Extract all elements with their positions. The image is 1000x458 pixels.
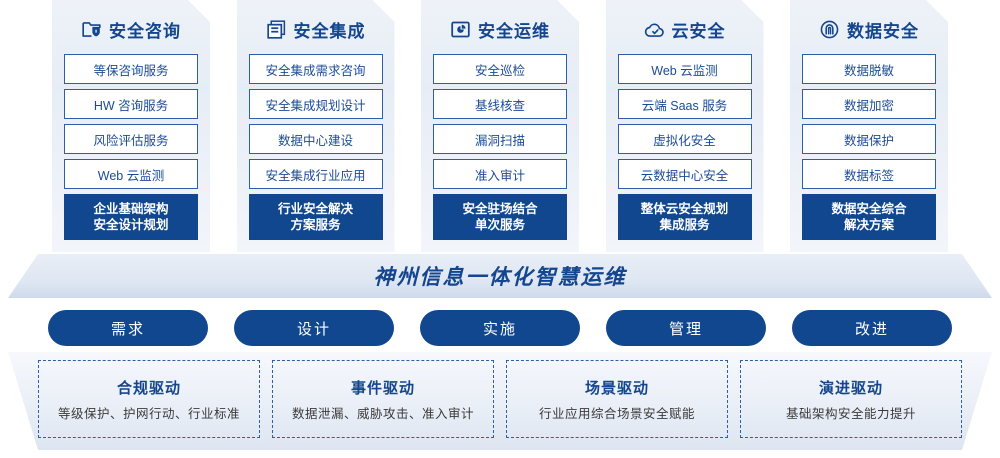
highlight-line-2: 方案服务 [290, 218, 341, 232]
lifecycle-pill-design[interactable]: 设计 [234, 310, 394, 346]
capability-column-security-operations[interactable]: 安全运维 安全巡检 基线核查 漏洞扫描 准入审计 安全驻场结合 单次服务 [421, 0, 579, 252]
capability-item[interactable]: 安全集成行业应用 [249, 159, 383, 189]
driver-title: 场景驱动 [584, 379, 649, 397]
capability-highlight[interactable]: 整体云安全规划 集成服务 [618, 194, 752, 240]
capability-columns: 安全咨询 等保咨询服务 HW 咨询服务 风险评估服务 Web 云监测 企业基础架… [0, 0, 1000, 252]
column-header: 云安全 [618, 10, 752, 48]
capability-item[interactable]: HW 咨询服务 [64, 89, 198, 119]
capability-item[interactable]: 安全集成需求咨询 [249, 54, 383, 84]
platform-banner: 神州信息一体化智慧运维 [8, 254, 992, 298]
lifecycle-pill-improve[interactable]: 改进 [792, 310, 952, 346]
lifecycle-pill-manage[interactable]: 管理 [606, 310, 766, 346]
capability-item[interactable]: 虚拟化安全 [618, 124, 752, 154]
capability-column-security-consulting[interactable]: 安全咨询 等保咨询服务 HW 咨询服务 风险评估服务 Web 云监测 企业基础架… [52, 0, 210, 252]
driver-title: 合规驱动 [116, 379, 181, 397]
drivers-panel: 合规驱动 等级保护、护网行动、行业标准 事件驱动 数据泄漏、威胁攻击、准入审计 … [8, 352, 992, 450]
highlight-line-2: 集成服务 [659, 218, 710, 232]
fingerprint-icon [819, 19, 840, 40]
column-header: 数据安全 [802, 10, 936, 48]
documents-stack-icon [266, 19, 287, 40]
capability-item[interactable]: 数据保护 [802, 124, 936, 154]
shield-folder-icon [81, 19, 102, 40]
capability-column-cloud-security[interactable]: 云安全 Web 云监测 云端 Saas 服务 虚拟化安全 云数据中心安全 整体云… [606, 0, 764, 252]
capability-item[interactable]: 等保咨询服务 [64, 54, 198, 84]
column-title: 安全集成 [293, 21, 366, 41]
driver-scenario[interactable]: 场景驱动 行业应用综合场景安全赋能 [506, 360, 728, 438]
capability-highlight[interactable]: 安全驻场结合 单次服务 [433, 194, 567, 240]
capability-item[interactable]: Web 云监测 [618, 54, 752, 84]
cloud-check-icon [644, 19, 665, 40]
column-header: 安全咨询 [64, 10, 198, 48]
monitor-chart-icon [450, 19, 471, 40]
driver-incident[interactable]: 事件驱动 数据泄漏、威胁攻击、准入审计 [272, 360, 494, 438]
lifecycle-pill-row: 需求 设计 实施 管理 改进 [0, 310, 1000, 346]
capability-item[interactable]: 准入审计 [433, 159, 567, 189]
capability-item[interactable]: 漏洞扫描 [433, 124, 567, 154]
driver-description: 基础架构安全能力提升 [785, 406, 916, 421]
capability-item[interactable]: 数据脱敏 [802, 54, 936, 84]
highlight-line-2: 单次服务 [474, 218, 525, 232]
column-header: 安全集成 [249, 10, 383, 48]
driver-evolution[interactable]: 演进驱动 基础架构安全能力提升 [740, 360, 962, 438]
driver-description: 等级保护、护网行动、行业标准 [57, 406, 240, 421]
lifecycle-pill-implement[interactable]: 实施 [420, 310, 580, 346]
highlight-line-1: 行业安全解决 [277, 202, 353, 216]
driver-title: 演进驱动 [818, 379, 883, 397]
driver-compliance[interactable]: 合规驱动 等级保护、护网行动、行业标准 [38, 360, 260, 438]
capability-item[interactable]: 风险评估服务 [64, 124, 198, 154]
capability-item[interactable]: 安全巡检 [433, 54, 567, 84]
capability-item[interactable]: 云数据中心安全 [618, 159, 752, 189]
highlight-line-2: 安全设计规划 [93, 218, 169, 232]
column-title: 云安全 [671, 21, 726, 41]
capability-highlight[interactable]: 企业基础架构 安全设计规划 [64, 194, 198, 240]
platform-banner-title: 神州信息一体化智慧运维 [373, 266, 627, 289]
drivers-row: 合规驱动 等级保护、护网行动、行业标准 事件驱动 数据泄漏、威胁攻击、准入审计 … [8, 352, 992, 450]
driver-description: 数据泄漏、威胁攻击、准入审计 [291, 406, 474, 421]
capability-item[interactable]: 云端 Saas 服务 [618, 89, 752, 119]
column-title: 数据安全 [847, 21, 919, 41]
highlight-line-1: 数据安全综合 [831, 202, 907, 216]
lifecycle-pill-demand[interactable]: 需求 [48, 310, 208, 346]
capability-column-data-security[interactable]: 数据安全 数据脱敏 数据加密 数据保护 数据标签 数据安全综合 解决方案 [790, 0, 948, 252]
capability-item[interactable]: 数据中心建设 [249, 124, 383, 154]
highlight-line-2: 解决方案 [843, 218, 894, 232]
capability-highlight[interactable]: 数据安全综合 解决方案 [802, 194, 936, 240]
capability-highlight[interactable]: 行业安全解决 方案服务 [249, 194, 383, 240]
highlight-line-1: 整体云安全规划 [640, 202, 729, 216]
capability-column-security-integration[interactable]: 安全集成 安全集成需求咨询 安全集成规划设计 数据中心建设 安全集成行业应用 行… [237, 0, 395, 252]
column-title: 安全运维 [478, 21, 550, 41]
highlight-line-1: 企业基础架构 [93, 202, 169, 216]
capability-item[interactable]: 基线核查 [433, 89, 567, 119]
column-title: 安全咨询 [109, 21, 181, 41]
capability-item[interactable]: 安全集成规划设计 [249, 89, 383, 119]
capability-item[interactable]: 数据标签 [802, 159, 936, 189]
capability-item[interactable]: 数据加密 [802, 89, 936, 119]
column-header: 安全运维 [433, 10, 567, 48]
driver-description: 行业应用综合场景安全赋能 [538, 406, 695, 421]
driver-title: 事件驱动 [350, 379, 415, 397]
capability-item[interactable]: Web 云监测 [64, 159, 198, 189]
highlight-line-1: 安全驻场结合 [462, 202, 538, 216]
